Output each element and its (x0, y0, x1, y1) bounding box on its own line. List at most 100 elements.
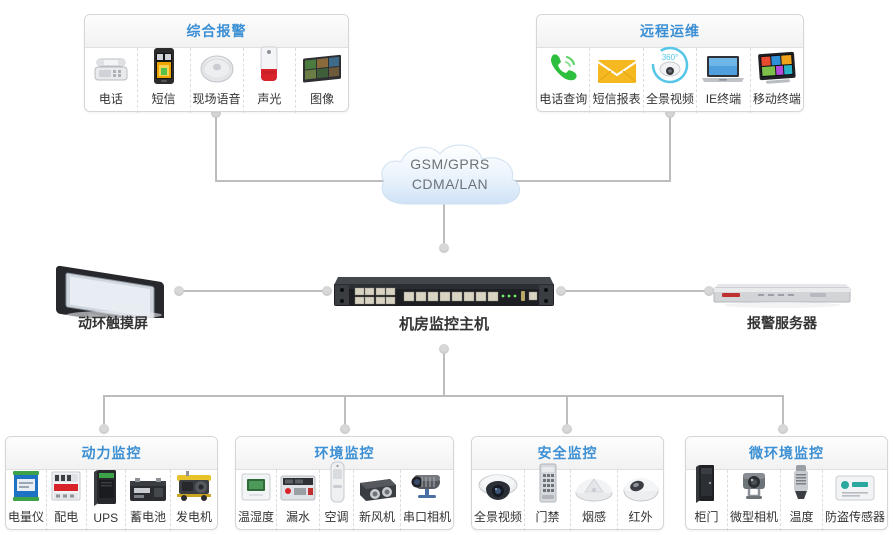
item-mobile-terminal[interactable]: 移动终端 (749, 48, 803, 113)
air-conditioner-icon (327, 461, 347, 503)
item-sms[interactable]: 短信 (136, 47, 190, 113)
item-label: 短信 (151, 92, 176, 106)
tablet-icon (755, 51, 799, 85)
temperature-probe-icon (790, 463, 812, 503)
item-label: 移动终端 (752, 92, 801, 106)
panel-items: 电量仪 配电 (6, 470, 217, 531)
network-cloud: GSM/GPRS CDMA/LAN (370, 138, 530, 213)
item-ups[interactable]: UPS (85, 468, 126, 531)
item-sound-light-alarm[interactable]: 声光 (242, 46, 296, 113)
item-sms-report[interactable]: 短信报表 (589, 48, 642, 113)
cloud-label-line2: CDMA/LAN (411, 176, 489, 192)
device-caption-touch-panel: 动环触摸屏 (78, 315, 148, 331)
item-ie-terminal[interactable]: IE终端 (696, 48, 749, 113)
infrared-detector-icon (621, 473, 661, 503)
item-label: 图像 (310, 92, 335, 106)
connector-left-panel-stem (215, 112, 217, 182)
panel-security-monitoring[interactable]: 安全监控 全景视频 (471, 436, 664, 531)
panel-header: 远程运维 (537, 15, 803, 48)
item-label: 空调 (324, 510, 349, 524)
video-wall-icon (300, 53, 344, 85)
panel-environment-monitoring[interactable]: 环境监控 温湿度 (235, 436, 454, 531)
item-label: 声光 (257, 92, 282, 106)
connector-dot-security (562, 424, 572, 434)
connector-dot-cloud-host (439, 243, 449, 253)
connector-bottom-bus (103, 395, 783, 397)
connector-dot-host-left (322, 286, 332, 296)
access-keypad-icon (536, 463, 560, 503)
rack-server-icon (330, 267, 558, 313)
item-label: 短信报表 (592, 92, 641, 106)
connector-dot-touchpanel (174, 286, 184, 296)
item-label: IE终端 (705, 92, 742, 106)
panel-comprehensive-alarm[interactable]: 综合报警 电话 (84, 14, 349, 113)
connector-host-down (443, 348, 445, 396)
item-site-voice[interactable]: 现场语音 (189, 48, 243, 113)
item-label: 温湿度 (238, 510, 275, 524)
connector-dot-left-panel (211, 108, 221, 118)
item-mini-camera[interactable]: 微型相机 (726, 469, 780, 531)
ceiling-speaker-icon (198, 49, 236, 85)
item-fresh-air-fan[interactable]: 新风机 (352, 470, 400, 531)
item-panoramic-video[interactable]: 全景视频 (472, 470, 524, 531)
item-panoramic-video[interactable]: 360° 全景视频 (642, 45, 696, 113)
device-caption-host: 机房监控主机 (398, 316, 489, 333)
ups-cabinet-icon (91, 468, 121, 506)
panel-items: 柜门 微型相机 (686, 465, 887, 531)
panel-header: 微环境监控 (686, 437, 887, 470)
item-label: 温度 (789, 510, 814, 524)
panel-items: 电话 短信 (85, 46, 348, 113)
item-smoke-detector[interactable]: 烟感 (570, 470, 617, 531)
item-water-leak[interactable]: 漏水 (276, 470, 319, 531)
breaker-icon (49, 469, 83, 503)
connector-drop-power (103, 395, 105, 428)
item-distribution[interactable]: 配电 (46, 470, 86, 531)
mobile-phone-icon (152, 47, 176, 85)
mini-camera-icon (734, 469, 774, 503)
connector-drop-micro-environment (782, 395, 784, 428)
item-label: 全景视频 (646, 92, 695, 106)
item-air-conditioner[interactable]: 空调 (319, 461, 353, 531)
panel-remote-maintenance[interactable]: 远程运维 电话查询 (536, 14, 804, 113)
item-phone-query[interactable]: 电话查询 (537, 48, 589, 113)
panel-items: 全景视频 门禁 (472, 463, 663, 531)
phone-call-icon (546, 51, 580, 85)
panoramic-camera-360-icon: 360° (649, 45, 691, 85)
item-generator[interactable]: 发电机 (170, 470, 217, 531)
device-caption-alarm-server: 报警服务器 (747, 315, 817, 331)
connector-touchpanel-to-host (178, 290, 328, 292)
connector-dot-power (99, 424, 109, 434)
connector-right-panel-stem (669, 112, 671, 182)
intrusion-sensor-icon (833, 473, 877, 503)
item-temp-humidity[interactable]: 温湿度 (236, 470, 276, 531)
panel-micro-environment-monitoring[interactable]: 微环境监控 柜门 (685, 436, 888, 531)
panel-power-monitoring[interactable]: 动力监控 电量仪 (5, 436, 218, 531)
item-label: 蓄电池 (130, 510, 167, 524)
item-label: 门禁 (535, 510, 560, 524)
item-battery[interactable]: 蓄电池 (125, 470, 170, 531)
panel-title: 环境监控 (314, 445, 375, 461)
cloud-label-line1: GSM/GPRS (410, 156, 490, 172)
panel-title: 综合报警 (186, 23, 247, 39)
panel-header: 环境监控 (236, 437, 453, 470)
item-label: 新风机 (358, 510, 395, 524)
item-power-meter[interactable]: 电量仪 (6, 470, 46, 531)
item-image[interactable]: 图像 (295, 48, 348, 113)
temp-humidity-sensor-icon (239, 471, 273, 503)
item-cabinet-door[interactable]: 柜门 (686, 465, 727, 531)
item-infrared[interactable]: 红外 (617, 470, 663, 531)
item-access-control[interactable]: 门禁 (524, 463, 570, 531)
item-serial-camera[interactable]: 串口相机 (399, 470, 453, 531)
battery-icon (128, 475, 168, 503)
envelope-icon (597, 54, 637, 85)
item-temperature[interactable]: 温度 (780, 465, 822, 531)
dome-camera-icon (476, 473, 520, 503)
item-label: 漏水 (286, 510, 311, 524)
item-label: 电量仪 (8, 510, 45, 524)
panel-items: 电话查询 短信报表 360° (537, 45, 803, 113)
item-desk-phone[interactable]: 电话 (85, 48, 137, 113)
item-label: 电话查询 (539, 92, 588, 106)
connector-cloud-to-host (443, 203, 445, 251)
item-label: 配电 (54, 510, 79, 524)
item-intrusion-sensor[interactable]: 防盗传感器 (821, 470, 887, 531)
